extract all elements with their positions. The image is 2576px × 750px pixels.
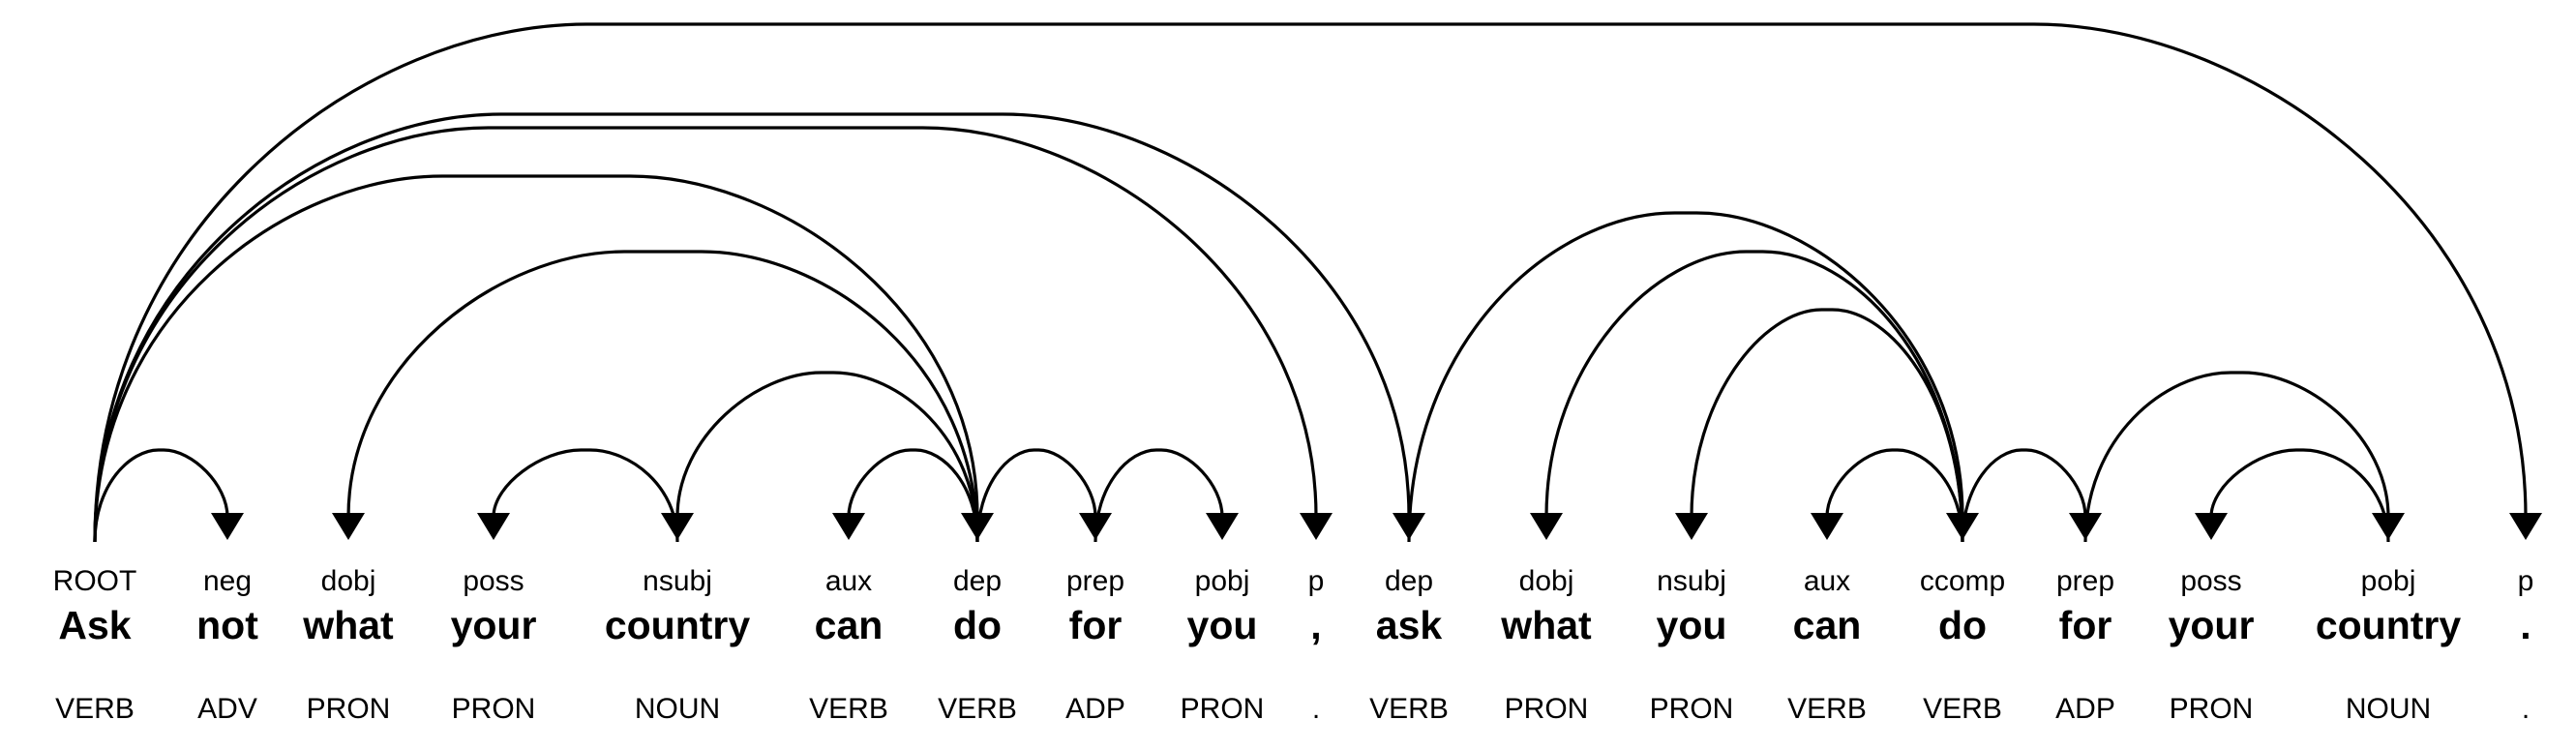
dep-label-18: p: [2518, 565, 2534, 597]
dep-label-10: dep: [1385, 565, 1433, 597]
token-word-8[interactable]: you: [1187, 603, 1258, 647]
token-pos-16: PRON: [2170, 693, 2254, 725]
token-pos-11: PRON: [1505, 693, 1589, 725]
dep-arc-neg: [93, 448, 229, 543]
token-word-13[interactable]: can: [1793, 603, 1862, 647]
token-pos-5: VERB: [809, 693, 888, 725]
dep-label-8: pobj: [1195, 565, 1250, 597]
dep-arrowhead-neg: [211, 513, 244, 540]
dep-arrowhead-pobj: [2372, 513, 2405, 540]
token-pos-12: PRON: [1650, 693, 1734, 725]
dep-label-17: pobj: [2361, 565, 2416, 597]
dep-label-0: ROOT: [53, 565, 137, 597]
token-pos-3: PRON: [452, 693, 536, 725]
dep-arc-p: [93, 22, 2528, 543]
dep-arrowhead-nsubj: [661, 513, 694, 540]
token-pos-1: ADV: [197, 693, 257, 725]
dep-label-5: aux: [825, 565, 872, 597]
dep-label-16: poss: [2180, 565, 2241, 597]
token-word-10[interactable]: ask: [1376, 603, 1443, 647]
dep-label-13: aux: [1804, 565, 1850, 597]
token-pos-14: VERB: [1923, 693, 2002, 725]
dep-arrowhead-aux: [1811, 513, 1843, 540]
token-word-5[interactable]: can: [815, 603, 884, 647]
dep-arc-p: [93, 126, 1318, 543]
dep-label-6: dep: [953, 565, 1002, 597]
token-word-7[interactable]: for: [1069, 603, 1123, 647]
dep-arc-poss: [492, 448, 679, 543]
token-word-18[interactable]: .: [2520, 603, 2531, 647]
token-pos-15: ADP: [2055, 693, 2115, 725]
dep-arrowhead-dobj: [332, 513, 365, 540]
token-pos-4: NOUN: [635, 693, 720, 725]
dep-arrowhead-poss: [2195, 513, 2228, 540]
dep-arc-pobj: [1093, 448, 1224, 543]
dep-arrowhead-dobj: [1530, 513, 1563, 540]
dep-arrowhead-poss: [477, 513, 510, 540]
dep-arc-nsubj: [675, 371, 979, 543]
token-word-14[interactable]: do: [1938, 603, 1987, 647]
dep-label-15: prep: [2056, 565, 2114, 597]
dep-label-3: poss: [463, 565, 524, 597]
token-word-1[interactable]: not: [196, 603, 258, 647]
dep-arc-dep: [93, 174, 979, 543]
dep-arrowhead-nsubj: [1675, 513, 1708, 540]
dep-arc-dep: [93, 112, 1411, 543]
token-word-11[interactable]: what: [1500, 603, 1592, 647]
dep-arc-nsubj: [1690, 308, 1964, 543]
dep-arc-pobj: [2083, 371, 2390, 543]
dep-arrowhead-pobj: [1206, 513, 1239, 540]
dep-arc-prep: [1961, 448, 2087, 543]
dep-arrowhead-aux: [832, 513, 865, 540]
dep-arc-aux: [847, 448, 979, 543]
token-word-0[interactable]: Ask: [58, 603, 131, 647]
dep-label-9: p: [1308, 565, 1325, 597]
token-word-16[interactable]: your: [2169, 603, 2255, 647]
token-pos-13: VERB: [1787, 693, 1867, 725]
token-pos-10: VERB: [1369, 693, 1449, 725]
token-word-17[interactable]: country: [2316, 603, 2462, 647]
token-pos-7: ADP: [1065, 693, 1125, 725]
dep-arrowhead-p: [2509, 513, 2542, 540]
token-pos-17: NOUN: [2346, 693, 2431, 725]
token-word-4[interactable]: country: [605, 603, 751, 647]
token-pos-9: .: [1312, 693, 1320, 725]
dep-label-11: dobj: [1519, 565, 1574, 597]
token-word-3[interactable]: your: [451, 603, 537, 647]
dep-arrowhead-p: [1300, 513, 1333, 540]
dep-arc-poss: [2209, 448, 2390, 543]
token-pos-18: .: [2522, 693, 2530, 725]
token-pos-0: VERB: [55, 693, 135, 725]
dep-label-14: ccomp: [1920, 565, 2005, 597]
dep-arc-dobj: [346, 250, 979, 543]
dep-arc-prep: [975, 448, 1097, 543]
dep-label-7: prep: [1066, 565, 1124, 597]
dep-arc-ccomp: [1407, 211, 1964, 543]
token-word-6[interactable]: do: [953, 603, 1002, 647]
token-pos-8: PRON: [1181, 693, 1265, 725]
dep-label-4: nsubj: [643, 565, 712, 597]
token-word-2[interactable]: what: [302, 603, 394, 647]
arcs-layer: [93, 22, 2542, 543]
token-pos-2: PRON: [307, 693, 391, 725]
token-pos-6: VERB: [938, 693, 1017, 725]
token-word-12[interactable]: you: [1657, 603, 1727, 647]
dep-label-2: dobj: [321, 565, 376, 597]
dep-label-1: neg: [203, 565, 252, 597]
token-word-15[interactable]: for: [2059, 603, 2112, 647]
dep-arc-aux: [1825, 448, 1964, 543]
token-word-9[interactable]: ,: [1310, 603, 1321, 647]
dep-label-12: nsubj: [1657, 565, 1726, 597]
dep-arc-dobj: [1544, 250, 1964, 543]
